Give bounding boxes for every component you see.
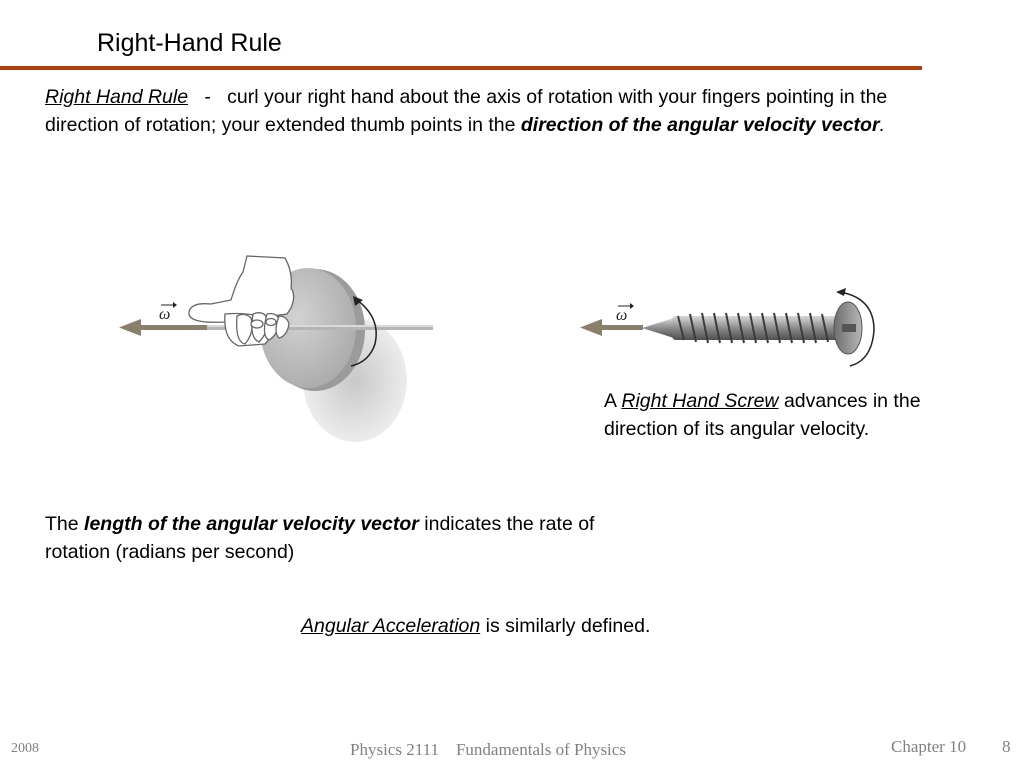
screw-omega-arrowhead-icon: [580, 319, 602, 336]
right-hand-icon: [188, 255, 295, 347]
omega-label: ω: [159, 306, 170, 323]
screw-caption-rest: advances in the direction of its angular…: [604, 390, 921, 440]
intro-emphasis: direction of the angular velocity vector: [520, 114, 880, 136]
acceleration-paragraph: Angular Acceleration is similarly define…: [301, 612, 801, 640]
length-lead: The: [45, 513, 79, 535]
length-emphasis: length of the angular velocity vector: [84, 513, 419, 535]
screw-caption-term: Right Hand Screw: [621, 390, 779, 412]
acceleration-term: Angular Acceleration: [301, 615, 481, 637]
screw-tip: [642, 318, 674, 338]
screw-rotation-arrow-icon: [839, 291, 875, 367]
title-divider: [0, 66, 922, 70]
acceleration-rest: is similarly defined.: [485, 615, 651, 637]
screw-threads: [677, 312, 829, 344]
footer-course-title: Fundamentals of Physics: [455, 740, 626, 759]
rhr-term: Right Hand Rule: [45, 86, 189, 108]
screw-shank: [672, 316, 842, 340]
footer-page-number: 8: [1002, 737, 1011, 756]
axle: [185, 325, 433, 330]
screw-omega-label: ω: [616, 307, 627, 324]
footer-course-number: Physics 2111: [350, 740, 439, 759]
screw-caption: A Right Hand Screw advances in the direc…: [604, 387, 934, 443]
intro-end: .: [879, 114, 885, 136]
footer-chapter: Chapter 10: [891, 737, 967, 756]
screw-omega-shaft: [598, 325, 643, 330]
hand-disk-figure: ω: [119, 255, 433, 442]
length-rest: indicates the rate of rotation (radians …: [45, 513, 595, 563]
omega-vector-shaft: [137, 325, 207, 330]
intro-dash: -: [204, 86, 211, 108]
footer-year: 2008: [11, 741, 39, 756]
screw-figure: ω: [580, 288, 875, 367]
footer-course: Physics 2111 Fundamentals of Physics: [350, 740, 626, 760]
intro-text: curl your right hand about the axis of r…: [45, 86, 888, 136]
omega-arrowhead-icon: [119, 319, 141, 336]
slide-title: Right-Hand Rule: [97, 29, 282, 57]
rotation-arrow-icon: [350, 299, 377, 367]
screw-caption-lead: A: [604, 390, 616, 412]
intro-paragraph: Right Hand Rule - curl your right hand a…: [45, 83, 945, 139]
length-paragraph: The length of the angular velocity vecto…: [45, 510, 645, 566]
